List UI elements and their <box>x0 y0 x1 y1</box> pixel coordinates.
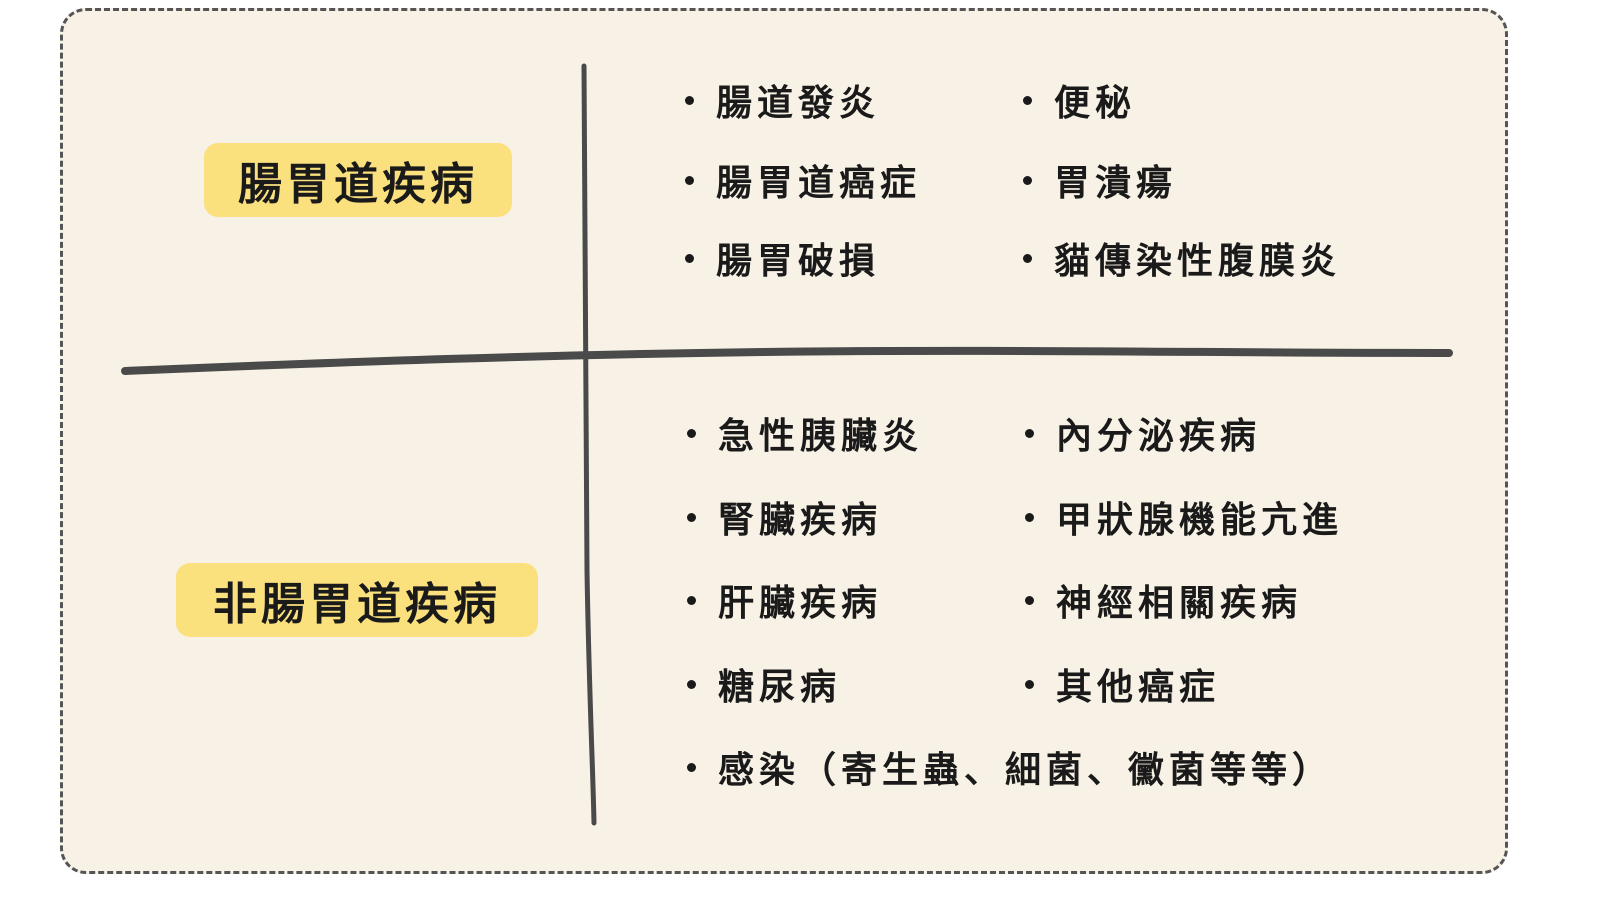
item-label: 腸胃破損 <box>716 240 881 282</box>
item-label: 感染（寄生蟲、細菌、黴菌等等） <box>718 749 1334 791</box>
list-item: 甲狀腺機能亢進 <box>1025 492 1343 542</box>
list-item: 肝臟疾病 <box>687 575 882 625</box>
bullet-icon <box>1025 595 1034 605</box>
horizontal-divider <box>121 346 1453 375</box>
list-item: 腸道發炎 <box>685 75 880 125</box>
bullet-icon <box>1025 512 1034 522</box>
item-label: 糖尿病 <box>718 666 842 708</box>
bullet-icon <box>1023 175 1032 185</box>
item-label: 其他癌症 <box>1056 666 1221 708</box>
item-label: 腸道發炎 <box>716 82 881 124</box>
bullet-icon <box>685 175 694 185</box>
list-item-wide: 感染（寄生蟲、細菌、黴菌等等） <box>687 742 1333 792</box>
list-item: 腸胃破損 <box>685 233 880 283</box>
item-label: 甲狀腺機能亢進 <box>1056 499 1344 541</box>
list-item: 胃潰瘍 <box>1023 155 1177 205</box>
bullet-icon <box>687 428 696 438</box>
item-label: 貓傳染性腹膜炎 <box>1054 240 1342 282</box>
item-label: 便秘 <box>1054 82 1137 124</box>
diagram-card: 腸胃道疾病 腸道發炎 腸胃道癌症 腸胃破損 便秘 胃潰瘍 貓傳染性腹膜炎 非腸胃… <box>60 8 1508 874</box>
list-item: 腎臟疾病 <box>687 492 882 542</box>
bullet-icon <box>687 512 696 522</box>
divider-lines <box>121 63 1453 826</box>
list-item: 其他癌症 <box>1025 659 1220 709</box>
bullet-icon <box>1025 679 1034 689</box>
item-label: 急性胰臟炎 <box>718 415 924 457</box>
bullet-icon <box>1025 428 1034 438</box>
list-item: 糖尿病 <box>687 659 841 709</box>
bullet-icon <box>685 95 694 105</box>
category-tag-gi: 腸胃道疾病 <box>204 143 512 217</box>
item-label: 胃潰瘍 <box>1054 162 1178 204</box>
bullet-icon <box>687 595 696 605</box>
bullet-icon <box>687 762 696 772</box>
bullet-icon <box>1023 253 1032 263</box>
item-label: 肝臟疾病 <box>718 582 883 624</box>
category-tag-non-gi: 非腸胃道疾病 <box>176 563 538 637</box>
list-item: 急性胰臟炎 <box>687 408 923 458</box>
item-label: 內分泌疾病 <box>1056 415 1262 457</box>
item-label: 神經相關疾病 <box>1056 582 1303 624</box>
item-label: 腸胃道癌症 <box>716 162 922 204</box>
bullet-icon <box>685 253 694 263</box>
bullet-icon <box>1023 95 1032 105</box>
bullet-icon <box>687 679 696 689</box>
list-item: 神經相關疾病 <box>1025 575 1302 625</box>
list-item: 貓傳染性腹膜炎 <box>1023 233 1341 283</box>
list-item: 腸胃道癌症 <box>685 155 921 205</box>
item-label: 腎臟疾病 <box>718 499 883 541</box>
list-item: 便秘 <box>1023 75 1136 125</box>
list-item: 內分泌疾病 <box>1025 408 1261 458</box>
vertical-divider <box>581 63 597 826</box>
